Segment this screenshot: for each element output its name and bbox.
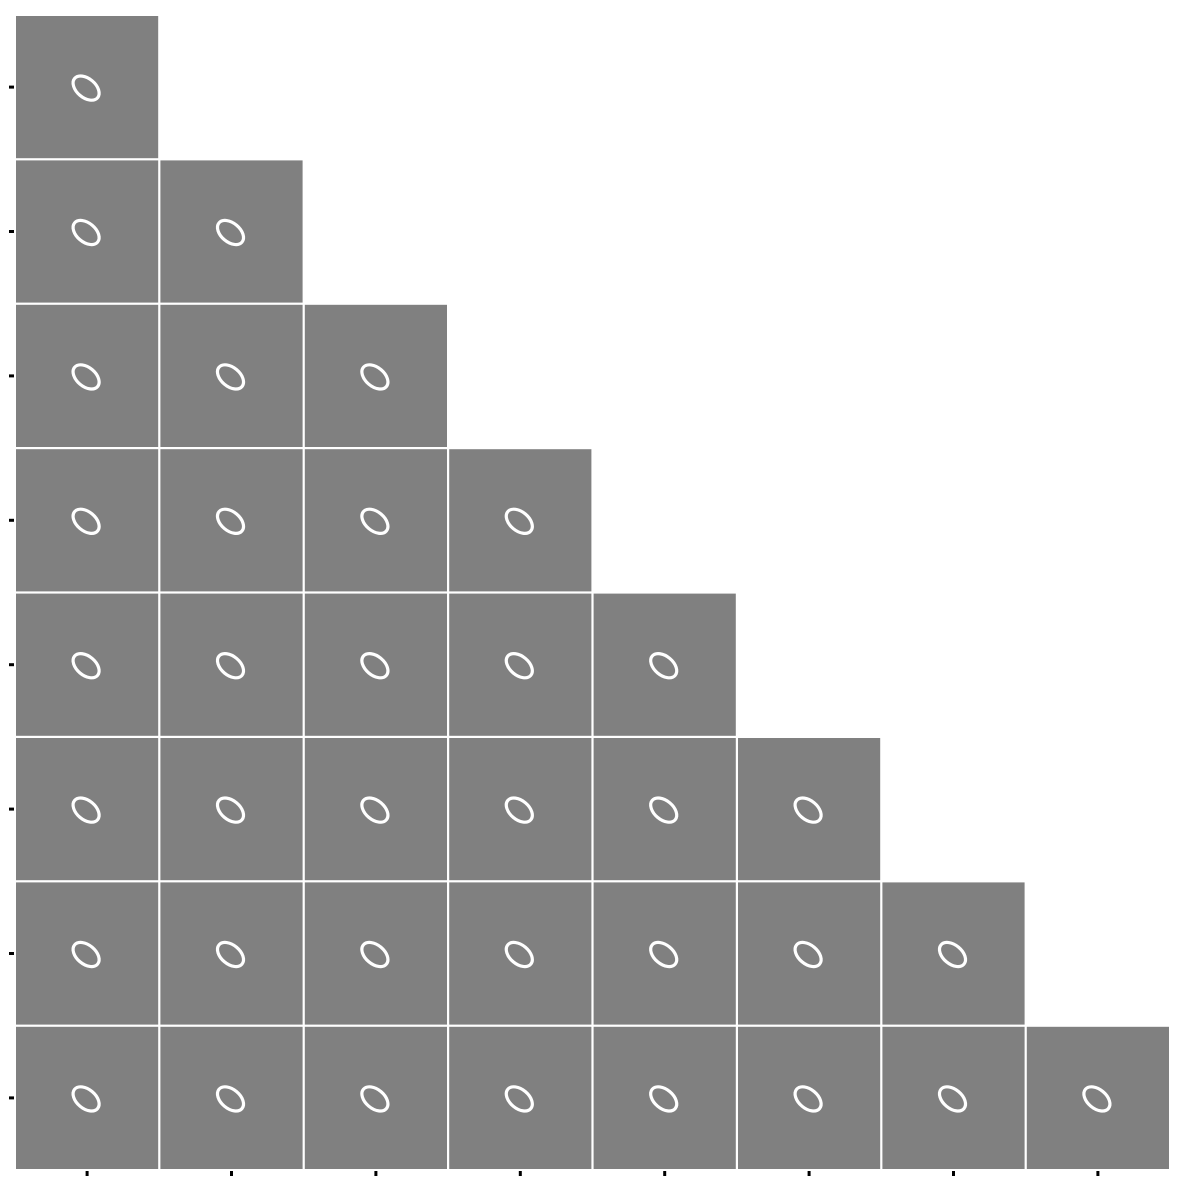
cell-glyph-zero-r2-c2 — [215, 218, 246, 247]
heatmap-cell-r5-c1 — [16, 593, 159, 736]
cell-glyph-zero-r7-c2 — [215, 940, 246, 969]
cell-glyph-zero-r6-c4 — [504, 796, 534, 824]
heatmap-cell-r7-c6 — [738, 882, 881, 1025]
cell-glyph-zero-r7-c1 — [71, 940, 101, 969]
heatmap-cell-r7-c5 — [593, 882, 736, 1025]
cell-glyph-zero-r5-c5 — [649, 652, 679, 680]
heatmap-cell-r5-c5 — [593, 593, 736, 736]
cell-glyph-zero-r4-c3 — [360, 507, 390, 535]
cell-glyph-zero-r7-c7 — [937, 940, 968, 969]
cell-glyph-zero-r8-c8 — [1082, 1085, 1112, 1113]
heatmap-cell-r6-c6 — [738, 738, 881, 881]
cell-glyph-zero-r8-c6 — [793, 1085, 823, 1113]
cell-glyph-zero-r6-c3 — [360, 796, 390, 824]
cell-glyph-zero-r6-c1 — [71, 796, 101, 824]
heatmap-cell-r2-c2 — [160, 160, 303, 303]
cell-glyph-zero-r4-c2 — [215, 507, 246, 535]
cell-glyph-zero-r6-c2 — [215, 796, 246, 824]
heatmap-cell-r7-c4 — [449, 882, 592, 1025]
cells-layer — [16, 16, 1169, 1169]
heatmap-cell-r7-c7 — [882, 882, 1025, 1025]
cell-glyph-zero-r5-c1 — [71, 652, 101, 680]
heatmap-cell-r5-c2 — [160, 593, 303, 736]
cell-glyph-zero-r3-c2 — [215, 363, 246, 391]
heatmap-cell-r7-c1 — [16, 882, 159, 1025]
heatmap-cell-r7-c3 — [304, 882, 447, 1025]
cell-glyph-zero-r7-c5 — [649, 940, 679, 969]
heatmap-cell-r8-c3 — [304, 1026, 447, 1169]
cell-glyph-zero-r8-c7 — [937, 1085, 968, 1113]
heatmap-cell-r7-c2 — [160, 882, 303, 1025]
cell-glyph-zero-r3-c3 — [360, 363, 390, 391]
heatmap-cell-r8-c1 — [16, 1026, 159, 1169]
heatmap-cell-r4-c2 — [160, 449, 303, 592]
heatmap-cell-r8-c6 — [738, 1026, 881, 1169]
heatmap-cell-r6-c1 — [16, 738, 159, 881]
heatmap-cell-r8-c2 — [160, 1026, 303, 1169]
heatmap-cell-r8-c8 — [1026, 1026, 1169, 1169]
cell-glyph-zero-r8-c3 — [360, 1085, 390, 1113]
cell-glyph-zero-r5-c3 — [360, 652, 390, 680]
heatmap-cell-r5-c4 — [449, 593, 592, 736]
cell-glyph-zero-r7-c6 — [793, 940, 823, 969]
heatmap-cell-r4-c1 — [16, 449, 159, 592]
heatmap-cell-r6-c2 — [160, 738, 303, 881]
heatmap-cell-r8-c7 — [882, 1026, 1025, 1169]
heatmap-cell-r4-c4 — [449, 449, 592, 592]
heatmap-cell-r5-c3 — [304, 593, 447, 736]
cell-glyph-zero-r8-c1 — [71, 1085, 101, 1113]
cell-glyph-zero-r6-c5 — [649, 796, 679, 824]
heatmap-cell-r2-c1 — [16, 160, 159, 303]
cell-glyph-zero-r7-c3 — [360, 940, 390, 969]
cell-glyph-zero-r2-c1 — [71, 218, 101, 247]
cell-glyph-zero-r5-c4 — [504, 652, 534, 680]
cell-glyph-zero-r5-c2 — [215, 652, 246, 680]
heatmap-cell-r1-c1 — [16, 16, 159, 159]
heatmap-cell-r3-c1 — [16, 304, 159, 447]
cell-glyph-zero-r8-c4 — [504, 1085, 534, 1113]
cell-glyph-zero-r1-c1 — [71, 74, 101, 102]
cell-glyph-zero-r8-c2 — [215, 1085, 246, 1113]
cell-glyph-zero-r4-c4 — [504, 507, 534, 535]
heatmap-cell-r6-c5 — [593, 738, 736, 881]
cell-glyph-zero-r3-c1 — [71, 363, 101, 391]
heatmap-cell-r4-c3 — [304, 449, 447, 592]
heatmap-cell-r8-c4 — [449, 1026, 592, 1169]
heatmap-cell-r8-c5 — [593, 1026, 736, 1169]
heatmap-cell-r6-c4 — [449, 738, 592, 881]
cell-glyph-zero-r4-c1 — [71, 507, 101, 535]
cell-glyph-zero-r7-c4 — [504, 940, 534, 969]
heatmap-cell-r3-c2 — [160, 304, 303, 447]
heatmap-cell-r6-c3 — [304, 738, 447, 881]
cell-glyph-zero-r6-c6 — [793, 796, 823, 824]
cell-glyph-zero-r8-c5 — [649, 1085, 679, 1113]
heatmap-cell-r3-c3 — [304, 304, 447, 447]
ticks-layer — [9, 85, 1100, 1176]
